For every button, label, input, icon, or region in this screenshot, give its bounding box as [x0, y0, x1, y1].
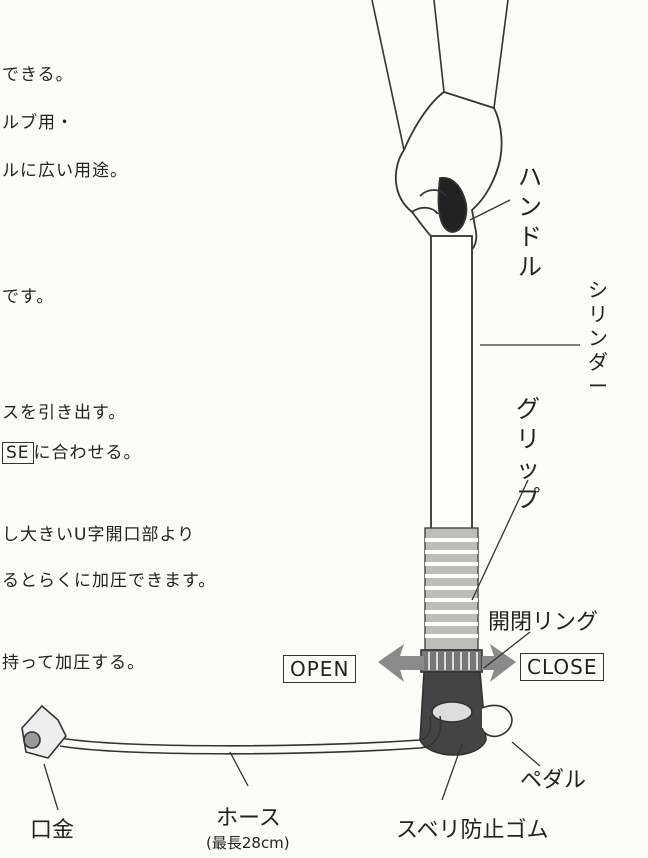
label-anti-slip-rubber: スベリ防止ゴム [396, 818, 549, 843]
label-cylinder: シリンダー [588, 278, 608, 398]
label-hose: ホース [216, 806, 281, 831]
rotation-arrows [378, 644, 516, 682]
cylinder-body [430, 235, 473, 537]
label-nozzle: 口金 [30, 818, 75, 843]
text-line-7: し大きいU字開口部より [2, 525, 196, 545]
text-line-1: できる。 [2, 65, 74, 85]
text-line-5: スを引き出す。 [2, 403, 127, 423]
label-close: CLOSE [520, 653, 605, 681]
leader-lines [43, 199, 580, 811]
label-handle: ハンドル [518, 163, 542, 281]
text-line-3: ルに広い用途。 [2, 161, 128, 181]
text-line-8: るとらくに加圧できます。 [2, 571, 217, 591]
label-hose-note: (最長28cm) [206, 834, 290, 852]
arm-lines [371, 0, 509, 151]
grip-drawing [424, 527, 479, 651]
close-box-fragment: SE [2, 442, 34, 464]
text-line-4: です。 [2, 287, 55, 307]
text-line-2: ルブ用・ [2, 113, 74, 133]
hand-drawing [394, 91, 503, 256]
label-grip: グリップ [516, 395, 540, 513]
label-open: OPEN [283, 655, 357, 683]
label-ring: 開閉リング [488, 610, 599, 635]
label-pedal: ペダル [520, 768, 587, 793]
ring-drawing [420, 649, 483, 673]
base-drawing [419, 671, 513, 756]
hose-drawing [21, 704, 442, 759]
text-line-6-rest: に合わせる。 [33, 443, 142, 463]
text-line-9: 持って加圧する。 [2, 653, 146, 673]
